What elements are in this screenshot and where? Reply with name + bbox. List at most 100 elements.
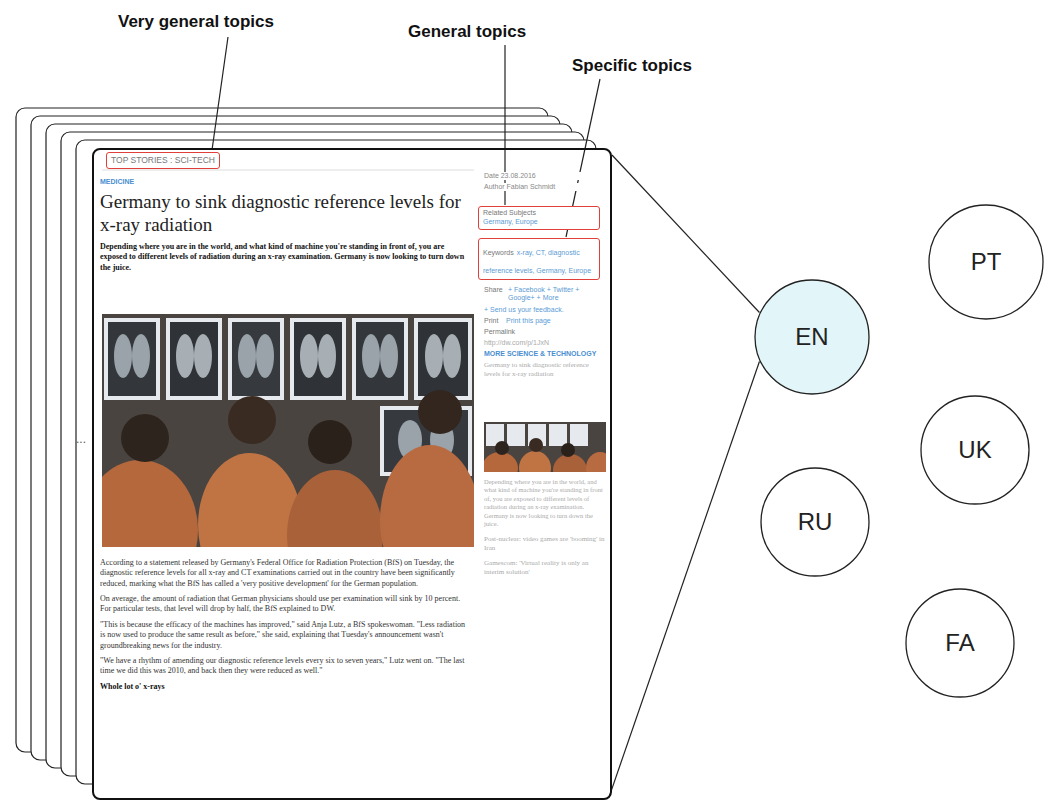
body-paragraph: "We have a rhythm of amending our diagno…: [100, 656, 472, 677]
xray-panels: [108, 322, 156, 396]
article-page: MEDICINE Germany to sink diagnostic refer…: [92, 148, 612, 800]
thumbnail-photo: [507, 424, 525, 446]
xray-panels: [176, 334, 194, 378]
circle-outline: [761, 468, 869, 576]
body-paragraph: "This is because the efficacy of the mac…: [100, 620, 472, 651]
doctor-figures: [198, 453, 302, 547]
subheading: Whole lot o' x-rays: [100, 682, 472, 692]
language-circle: PT: [928, 204, 1044, 320]
section-label: MEDICINE: [100, 178, 472, 186]
xray-panels: [114, 334, 132, 378]
language-circle: EN: [754, 279, 870, 395]
leader-lines: [504, 45, 505, 205]
lead-paragraph: Depending where you are in the world, an…: [100, 242, 472, 273]
sidebar-link: + Facebook + Twitter + Google+ + More: [508, 286, 606, 303]
language-circle: UK: [920, 395, 1030, 505]
xray-panels: [238, 334, 256, 378]
xray-panels: [380, 334, 398, 378]
circle-outline: [921, 396, 1029, 504]
callout-label: Very general topics: [118, 12, 274, 32]
xray-panels: [414, 318, 472, 400]
doctor-figures: [121, 414, 169, 462]
doctor-figures: [308, 420, 352, 464]
xray-panels: [294, 322, 342, 396]
related-article: Post-nuclear: video games are 'booming' …: [484, 535, 606, 553]
highlight-box: TOP STORIES : SCI-TECH: [106, 152, 220, 169]
xray-panels: [300, 334, 318, 378]
sidebar-label: Print: [484, 317, 506, 325]
xray-panels: [228, 318, 284, 400]
xray-panels: [256, 334, 274, 378]
sidebar-heading: MORE SCIENCE & TECHNOLOGY: [484, 350, 606, 358]
sidebar-label: Share: [484, 286, 508, 294]
xray-panels: [166, 318, 222, 400]
related-article: Depending where you are in the world, an…: [484, 478, 606, 529]
circle-label: RU: [798, 508, 833, 536]
xray-panels: [290, 318, 346, 400]
leader-lines: [212, 37, 228, 150]
language-circle: FA: [905, 588, 1015, 698]
callout-label: Specific topics: [572, 56, 692, 76]
doctor-figures: [418, 390, 462, 434]
xray-panels: [425, 334, 443, 378]
xray-panels: [194, 334, 212, 378]
thumbnail-photo: [570, 424, 588, 446]
body-paragraph: According to a statement released by Ger…: [100, 558, 472, 589]
doctor-figures: [102, 390, 474, 547]
thumbnail-photo: [586, 452, 606, 472]
xray-panels: [443, 334, 461, 378]
article-photo: [102, 314, 474, 547]
xray-panels: [356, 322, 404, 396]
sidebar-link: + Send us your feedback.: [484, 306, 606, 314]
circle-outline: [929, 205, 1043, 319]
thumbnail-photo: [549, 424, 567, 446]
sidebar-link: Print this page: [506, 317, 606, 325]
language-circle: RU: [760, 467, 870, 577]
thumbnail-photo: [484, 452, 518, 472]
related-article: Gamescom: 'Virtual reality is only an in…: [484, 559, 606, 577]
zoom-line: [612, 155, 759, 312]
thumbnail-photo: [495, 441, 509, 455]
xray-panels: [104, 318, 160, 400]
circle-label: UK: [958, 436, 991, 464]
doctor-figures: [228, 396, 276, 444]
highlight-box: Keywordsx-ray, CT, diagnostic reference …: [478, 238, 600, 280]
xray-panels: [362, 334, 380, 378]
circle-outline: [906, 589, 1014, 697]
circle-label: EN: [795, 323, 828, 351]
callout-label: General topics: [408, 22, 526, 42]
highlighted-text: TOP STORIES : SCI-TECH: [111, 155, 215, 166]
circle-label: FA: [945, 629, 974, 657]
doctor-figures: [102, 460, 198, 547]
sidebar-meta: Author Fabian Schmidt: [484, 183, 606, 191]
separator-line: [102, 170, 474, 171]
sidebar-url: http://dw.com/p/1JxN: [484, 339, 606, 347]
thumbnail-photo: [484, 422, 606, 472]
sidebar-label: Permalink: [484, 328, 606, 336]
highlight-box: Related SubjectsGermany, Europe: [478, 206, 600, 230]
circle-outline: [755, 280, 869, 394]
body-paragraph: On average, the amount of radiation that…: [100, 594, 472, 615]
thumbnail-photo: [561, 443, 575, 457]
thumbnail-photo: [519, 451, 551, 472]
xray-panels: [132, 334, 150, 378]
zoom-line: [609, 362, 759, 797]
highlighted-text: Keywords: [483, 249, 514, 256]
related-article: Germany to sink diagnostic reference lev…: [484, 361, 606, 379]
doctor-figures: [380, 445, 474, 547]
doctor-figures: [287, 470, 383, 547]
xray-panels: [170, 322, 218, 396]
sidebar-meta: Date 23.08.2016: [484, 172, 606, 180]
ellipsis-mark: ...: [76, 432, 86, 446]
xray-panels: [232, 322, 280, 396]
headline: Germany to sink diagnostic reference lev…: [100, 191, 472, 237]
circle-label: PT: [971, 248, 1002, 276]
thumbnail-photo: [529, 438, 543, 452]
highlighted-text: Related Subjects: [483, 209, 595, 218]
xray-panels: [352, 318, 408, 400]
xray-panels: [418, 322, 468, 396]
highlighted-text: Germany, Europe: [483, 218, 595, 227]
xray-panels: [318, 334, 336, 378]
